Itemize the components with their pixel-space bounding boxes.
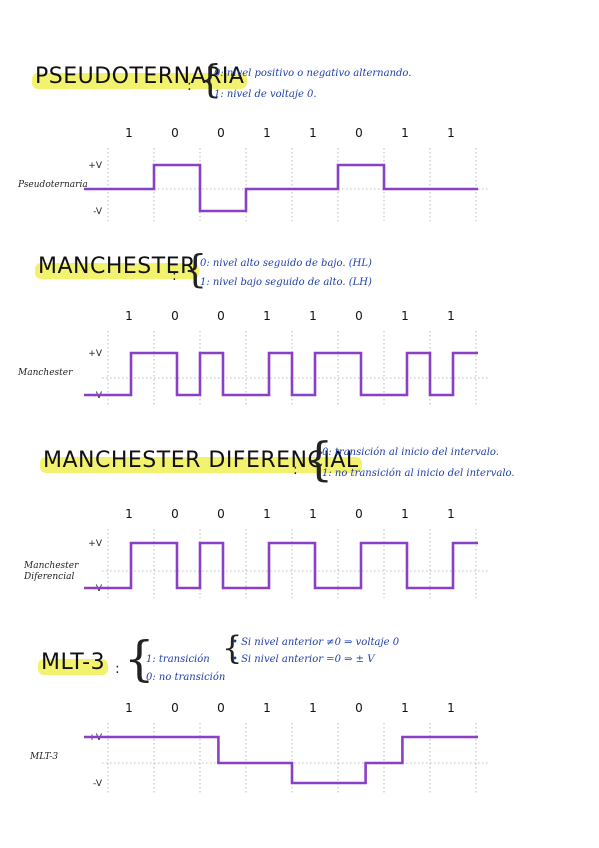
bit-label: 0 [171,701,179,715]
level-label-high: +V [88,349,103,359]
bit-label: 0 [355,701,363,715]
bit-label: 1 [309,701,317,715]
section-title: MANCHESTER [35,254,199,280]
section-mlt3: MLT-3 : { 1: transición 0: no transición… [30,629,488,793]
bit-label: 0 [217,309,225,323]
bit-label: 1 [447,126,455,140]
bit-label: 0 [355,309,363,323]
bit-label: 1 [447,309,455,323]
signal-waveform [84,351,478,397]
brace-icon: { [198,57,223,101]
signal-waveform [84,735,478,785]
section-manchester-diferencial: MANCHESTER DIFERENCIAL : { 0: transición… [24,432,515,598]
bit-label: 0 [355,507,363,521]
row-label: Pseudoternaria [18,180,88,191]
bit-label: 1 [447,701,455,715]
bit-label: 1 [401,701,409,715]
bit-label: 1 [309,309,317,323]
row-label: MLT-3 [30,752,58,763]
note-line: 0: nivel positivo o negativo alternando. [214,68,412,79]
brace-icon: { [222,629,243,667]
colon: : [115,661,120,677]
colon: : [172,268,177,284]
bit-label: 1 [401,309,409,323]
note-line: 1: nivel de voltaje 0. [214,89,317,100]
bit-label: 1 [125,126,133,140]
bit-label: 1 [401,126,409,140]
brace-icon: { [124,631,155,687]
note-line: 1: no transición al inicio del intervalo… [322,468,515,479]
section-title: PSEUDOTERNARIA [32,64,248,90]
bit-label: 0 [171,126,179,140]
level-label-high: +V [88,161,103,171]
bit-label: 1 [447,507,455,521]
signal-waveform [84,163,478,213]
row-label-line: Pseudoternaria [18,180,88,190]
bit-label: 1 [263,126,271,140]
brace-icon: { [304,432,334,486]
bit-label: 0 [217,126,225,140]
bit-label: 1 [125,701,133,715]
section-title: MLT-3 [38,650,109,676]
note-line: 0: nivel alto seguido de bajo. (HL) [200,258,372,269]
note-line: • Si nivel anterior ≠0 ⇒ voltaje 0 [232,637,400,648]
row-label-line: MLT-3 [30,752,59,762]
bit-label: 0 [355,126,363,140]
row-label-line: Diferencial [24,572,75,582]
row-label-line: Manchester [18,368,73,378]
signal-diagram: 1 0 0 1 1 0 1 1 +V -V [84,126,488,221]
bit-label: 0 [171,309,179,323]
bit-label: 0 [171,507,179,521]
colon: : [187,78,192,94]
bit-label: 1 [263,309,271,323]
bit-label: 1 [263,701,271,715]
bit-label: 0 [217,701,225,715]
note-line: • Si nivel anterior =0 ⇒ ± V [232,654,375,665]
section-manchester: MANCHESTER : { 0: nivel alto seguido de … [0,0,599,420]
note-line: 0: no transición [146,672,226,683]
note-line: 1: transición [146,654,210,665]
note-line: 0: transición al inicio del intervalo. [322,447,499,458]
bit-label: 0 [217,507,225,521]
bit-label: 1 [401,507,409,521]
row-label: Manchester [18,368,72,379]
section-pseudoternaria: PSEUDOTERNARIA : { 0: nivel positivo o n… [0,0,599,225]
colon: : [293,462,298,478]
row-label: Manchester Diferencial [24,561,78,583]
level-label-low: -V [93,779,103,789]
note-line: 1: nivel bajo seguido de alto. (LH) [200,277,372,288]
level-label-high: +V [88,539,103,549]
bit-label: 1 [309,126,317,140]
row-label-line: Manchester [24,561,79,571]
bit-label: 1 [125,309,133,323]
bit-label: 1 [263,507,271,521]
level-label-low: -V [93,207,103,217]
bit-label: 1 [309,507,317,521]
bit-label: 1 [125,507,133,521]
section-title: MANCHESTER DIFERENCIAL [40,448,362,474]
signal-waveform [84,541,478,590]
brace-icon: { [183,247,208,291]
